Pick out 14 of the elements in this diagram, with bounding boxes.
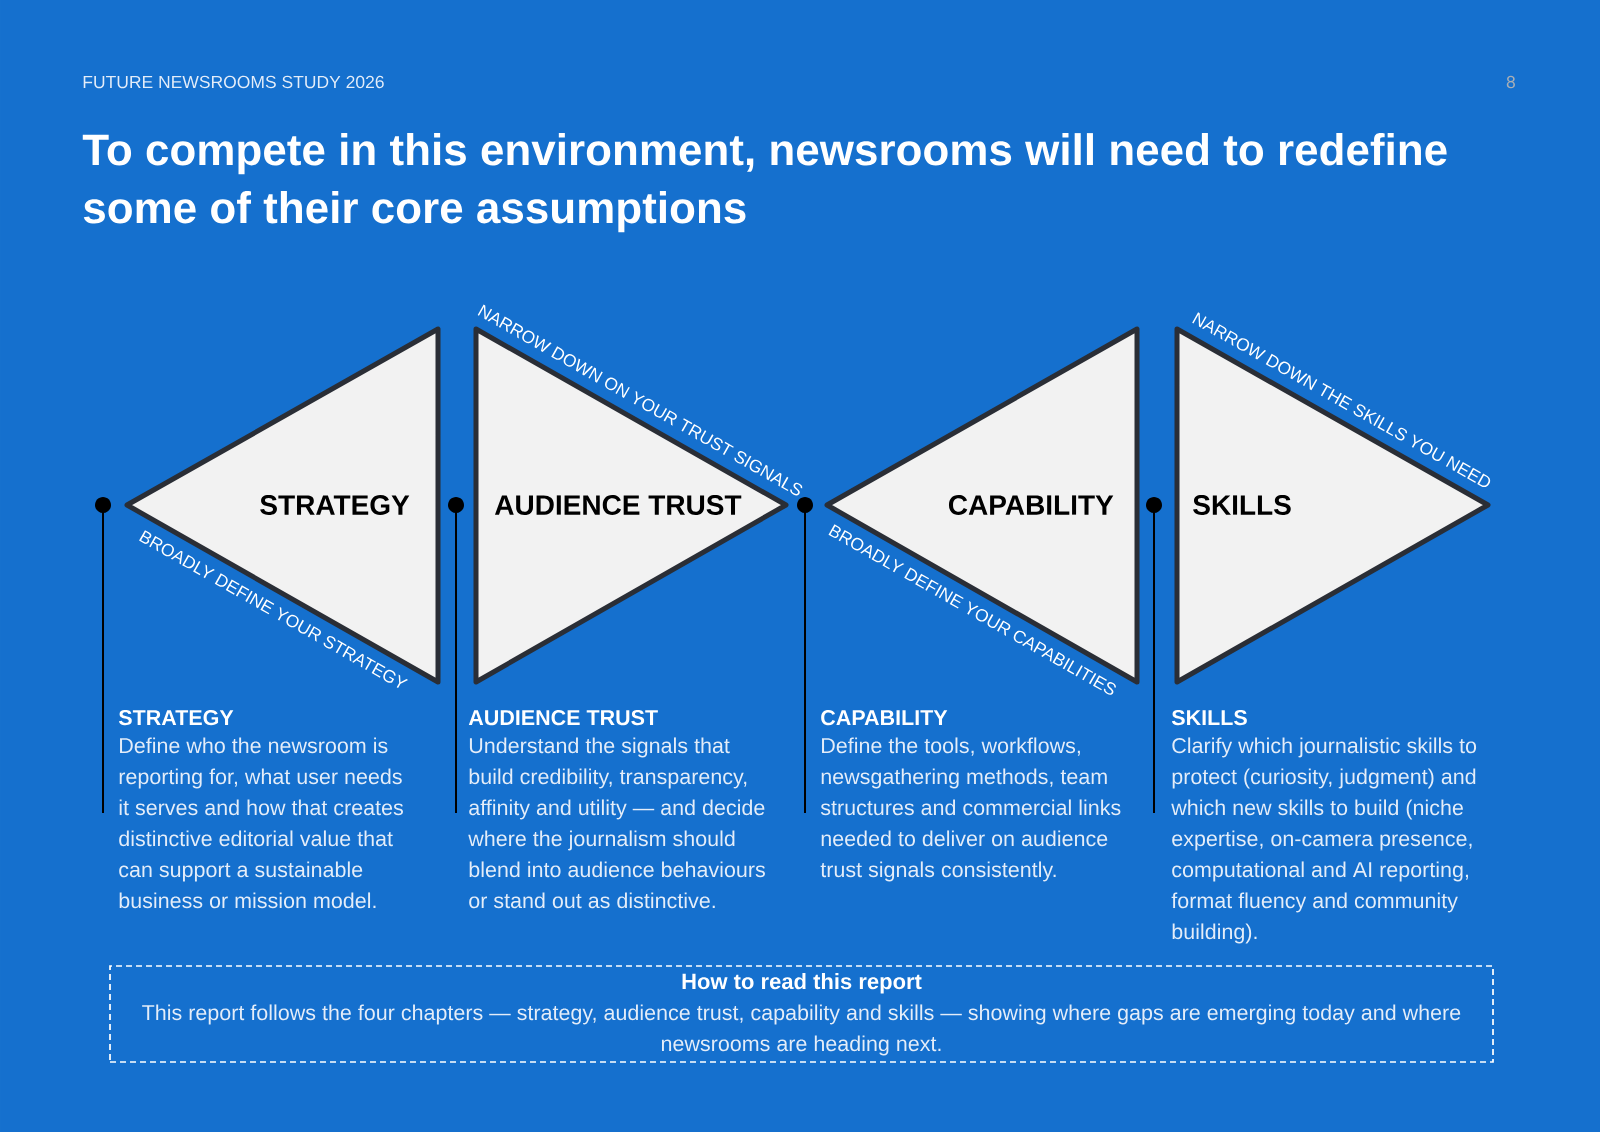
chapter-heading: AUDIENCE TRUST	[468, 710, 658, 726]
running-header: FUTURE NEWSROOMS STUDY 2026	[83, 75, 384, 89]
chapter-description: Define who the newsroom is reporting for, what user needs it serves and how that creates distinctive editorial value that can support a sustainable business or mission model.	[119, 737, 403, 909]
chapter-heading: CAPABILITY	[821, 710, 948, 726]
note-box	[109, 965, 1494, 1063]
title: To compete in this environment, newsrooms will need to redefine some of their core assumptions	[82, 133, 1447, 233]
note-text: This report follows the four chapters — strategy, audience trust, capability and skills — showing where gaps are emerging today and where newsrooms are heading next.	[142, 1004, 1461, 1056]
chapter-description: Define the tools, workflows, newsgathering methods, team structures and commercial links needed to deliver on audience trust signals consistently.	[820, 737, 1121, 882]
note-heading: How to read this report	[682, 973, 922, 994]
chapter-description: Understand the signals that build credibility, transparency, affinity and utility — and decide where the journalism should blend into audience behaviours or stand out as distinctive.	[468, 737, 765, 909]
page-number: 8	[1506, 75, 1515, 89]
chapter-heading: STRATEGY	[118, 710, 234, 726]
chapter-heading: SKILLS	[1171, 710, 1247, 726]
chapter-description: Clarify which journalistic skills to protect (curiosity, judgment) and which new skills to build (niche expertise, on-camera presence, computational and AI reporting, format fluency and community building).	[1171, 737, 1477, 944]
